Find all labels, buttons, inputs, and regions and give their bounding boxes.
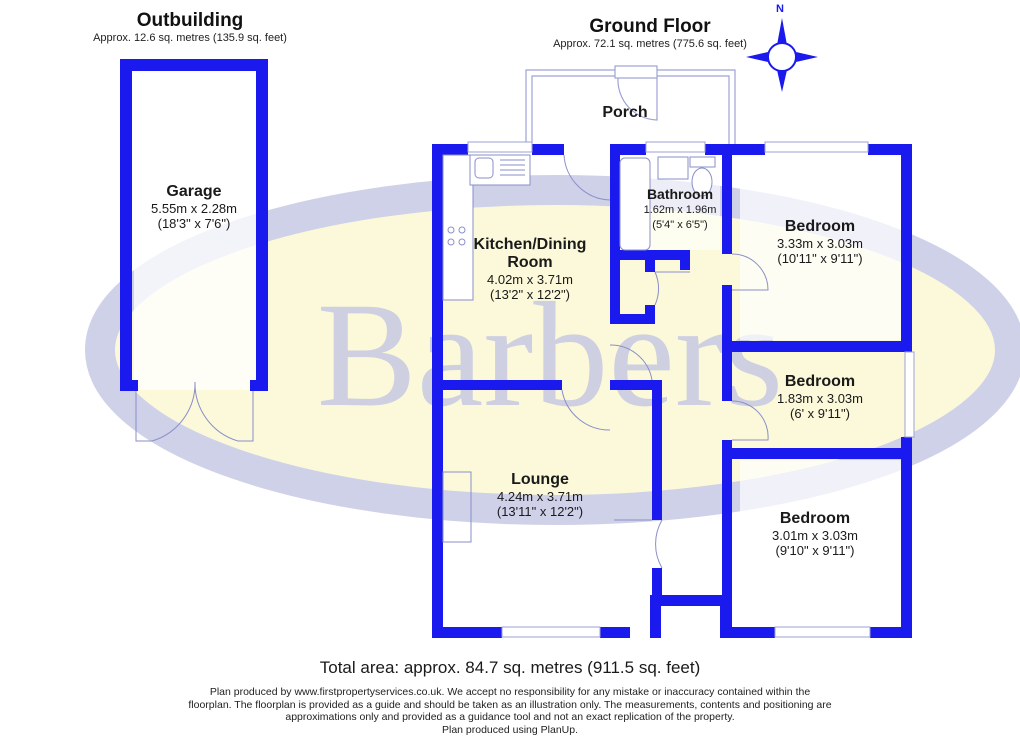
disclaimer-line-4: Plan produced using PlanUp. bbox=[441, 723, 578, 736]
garage-walls bbox=[120, 59, 268, 391]
disclaimer-line-3: approximations only and provided as a gu… bbox=[285, 711, 735, 724]
internal-doors bbox=[561, 154, 769, 569]
compass-north-label: N bbox=[776, 3, 784, 15]
outbuilding-title: Outbuilding bbox=[136, 10, 244, 31]
porch-frame bbox=[525, 65, 736, 146]
barbers-watermark: Barbers bbox=[85, 175, 1020, 525]
compass-rose bbox=[746, 18, 818, 92]
house-walls bbox=[432, 144, 912, 638]
kitchen-fixtures bbox=[442, 154, 531, 301]
lounge-fireplace bbox=[442, 471, 472, 543]
ground-floor-title: Ground Floor bbox=[589, 16, 711, 37]
ground-floor-area: Approx. 72.1 sq. metres (775.6 sq. feet) bbox=[553, 38, 747, 50]
garage-double-door bbox=[135, 381, 254, 442]
ground-floor-heading: Ground Floor Approx. 72.1 sq. metres (77… bbox=[500, 16, 800, 51]
disclaimer: Plan produced by www.firstpropertyservic… bbox=[150, 686, 870, 736]
svg-text:Barbers: Barbers bbox=[317, 272, 783, 438]
outbuilding-heading: Outbuilding Approx. 12.6 sq. metres (135… bbox=[60, 10, 320, 45]
outbuilding-area: Approx. 12.6 sq. metres (135.9 sq. feet) bbox=[93, 32, 287, 44]
disclaimer-line-2: floorplan. The floorplan is provided as … bbox=[188, 698, 832, 711]
total-area: Total area: approx. 84.7 sq. metres (911… bbox=[319, 658, 701, 677]
windows bbox=[467, 141, 915, 638]
disclaimer-line-1: Plan produced by www.firstpropertyservic… bbox=[209, 686, 811, 698]
bathroom-fixtures bbox=[619, 156, 716, 251]
